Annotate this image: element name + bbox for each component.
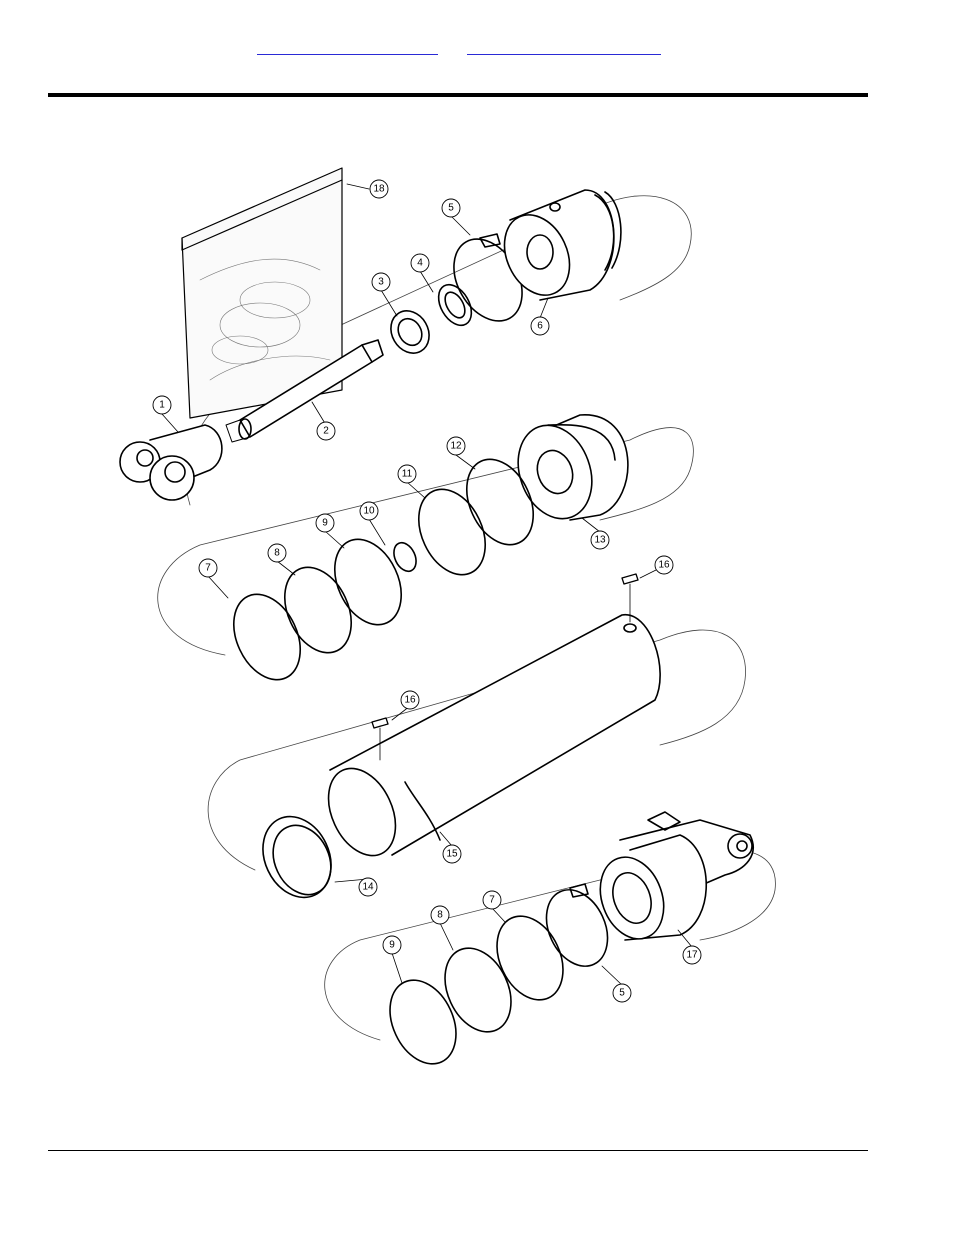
callout-label-3: 3: [378, 277, 384, 288]
callout-label-9-upper: 9: [322, 518, 328, 529]
footer-rule: [48, 1150, 868, 1151]
bearing-ring: [250, 805, 344, 908]
callout-label-2: 2: [323, 426, 329, 437]
callout-label-16-right: 16: [658, 560, 670, 571]
callout-label-8-lower: 8: [437, 910, 443, 921]
callout-label-4: 4: [417, 258, 423, 269]
base-rings-row: [377, 880, 619, 1075]
callout-label-7-upper: 7: [205, 563, 211, 574]
callout-label-18: 18: [373, 184, 385, 195]
callout-label-14: 14: [362, 882, 374, 893]
callout-label-6: 6: [537, 321, 543, 332]
cylinder-tube: [315, 615, 660, 867]
callout-label-11: 11: [402, 469, 413, 480]
callout-label-15: 15: [446, 849, 458, 860]
rod-wiper: [383, 304, 436, 360]
callout-label-13: 13: [594, 535, 606, 546]
callout-label-9-lower: 9: [389, 940, 395, 951]
cylinder-gland: [492, 190, 621, 306]
callout-label-10: 10: [363, 506, 375, 517]
callout-label-8-upper: 8: [274, 548, 280, 559]
rod-clevis: [120, 425, 222, 500]
piston: [506, 415, 628, 529]
callout-label-17: 17: [686, 950, 698, 961]
callout-label-5-upper: 5: [448, 203, 454, 214]
callout-label-1: 1: [159, 400, 165, 411]
piston-rings-row: [221, 449, 546, 691]
backup-washer: [432, 279, 478, 331]
callout-label-7-lower: 7: [489, 895, 495, 906]
base-end: [589, 812, 753, 948]
callout-label-5-lower: 5: [619, 988, 625, 999]
callout-label-12: 12: [450, 441, 462, 452]
callout-label-16-left: 16: [404, 695, 416, 706]
